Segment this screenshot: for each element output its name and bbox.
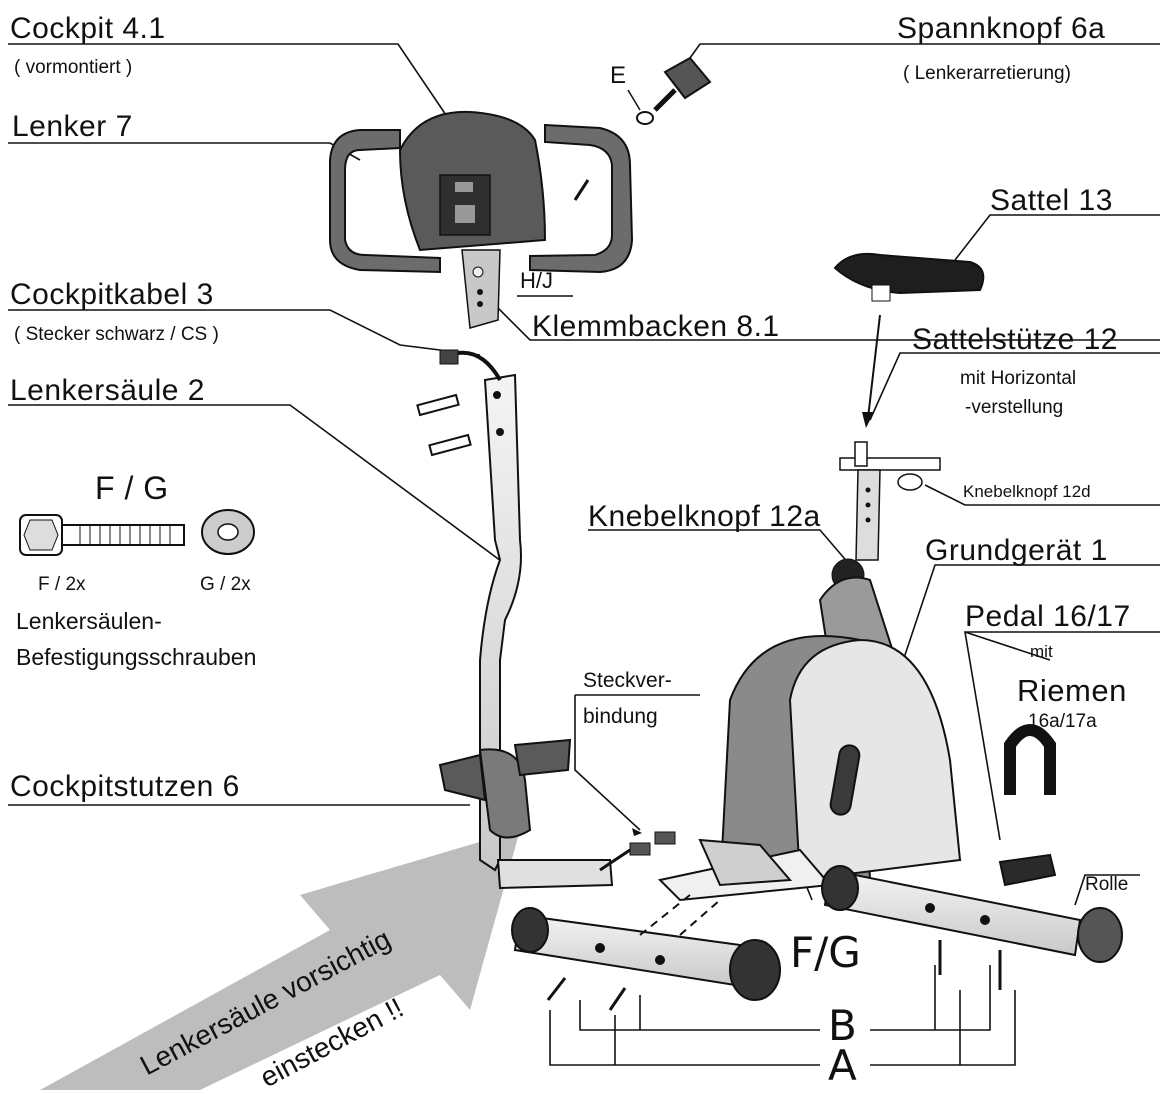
label-knebelknopf-12d: Knebelknopf 12d: [963, 482, 1091, 501]
label-hj: H/J: [520, 268, 553, 293]
label-fg-big: F/G: [790, 928, 861, 977]
label-g2x: G / 2x: [200, 574, 251, 595]
cockpit-stutzen: [438, 738, 572, 839]
rear-stabiliser: [821, 865, 1123, 963]
saddle: [833, 252, 985, 428]
label-cockpit-note: ( vormontiert ): [14, 57, 133, 78]
label-riemen-num: 16a/17a: [1028, 711, 1097, 732]
label-fg-title: F / G: [95, 470, 169, 506]
cockpit: [398, 110, 547, 329]
label-f2x: F / 2x: [38, 574, 86, 595]
label-sattelstuetze: Sattelstütze 12: [912, 323, 1118, 356]
label-klemmbacken: Klemmbacken 8.1: [532, 310, 780, 343]
label-pedal: Pedal 16/17: [965, 600, 1131, 633]
insertion-dashes: [639, 894, 721, 936]
label-sattelstuetze-note1: mit Horizontal: [960, 368, 1077, 389]
label-lenker: Lenker 7: [12, 110, 133, 143]
label-cockpitkabel: Cockpitkabel 3: [10, 278, 214, 311]
label-spannknopf: Spannknopf 6a: [897, 12, 1106, 45]
label-cockpitkabel-note: ( Stecker schwarz / CS ): [14, 324, 219, 345]
label-a: A: [828, 1041, 857, 1090]
cockpit-cable: [439, 349, 502, 381]
label-b: B: [828, 1001, 857, 1050]
label-grundgeraet: Grundgerät 1: [925, 534, 1108, 567]
front-stabiliser: [511, 907, 781, 1001]
fg-washer: [201, 509, 255, 555]
connector: [599, 828, 676, 872]
label-sattel: Sattel 13: [990, 184, 1113, 217]
steering-column: [416, 373, 614, 890]
label-lenkersaeule: Lenkersäule 2: [10, 374, 205, 407]
main-frame: [657, 576, 962, 902]
label-rolle: Rolle: [1085, 874, 1129, 895]
label-knebelknopf-12a: Knebelknopf 12a: [588, 500, 821, 533]
spannknopf-knob: [627, 56, 712, 125]
pedal: [998, 724, 1057, 887]
label-sattelstuetze-note2: -verstellung: [965, 397, 1064, 418]
insert-arrow: [40, 830, 520, 1090]
label-steckverbindung1: Steckver-: [583, 669, 672, 692]
label-cockpit: Cockpit 4.1: [10, 12, 166, 45]
label-befestigung2: Befestigungsschrauben: [16, 644, 257, 670]
small-bolt: [573, 179, 590, 201]
seat-post: [831, 441, 941, 592]
handlebar: [329, 123, 634, 274]
label-spannknopf-note: ( Lenkerarretierung): [903, 63, 1071, 84]
label-mit: mit: [1030, 642, 1053, 661]
bolts: [546, 940, 1002, 1011]
label-e: E: [610, 62, 627, 89]
label-steckverbindung2: bindung: [583, 705, 658, 728]
label-cockpitstutzen: Cockpitstutzen 6: [10, 770, 240, 803]
label-befestigung1: Lenkersäulen-: [16, 608, 162, 634]
fg-screw: [19, 514, 185, 556]
label-riemen: Riemen: [1017, 673, 1127, 708]
